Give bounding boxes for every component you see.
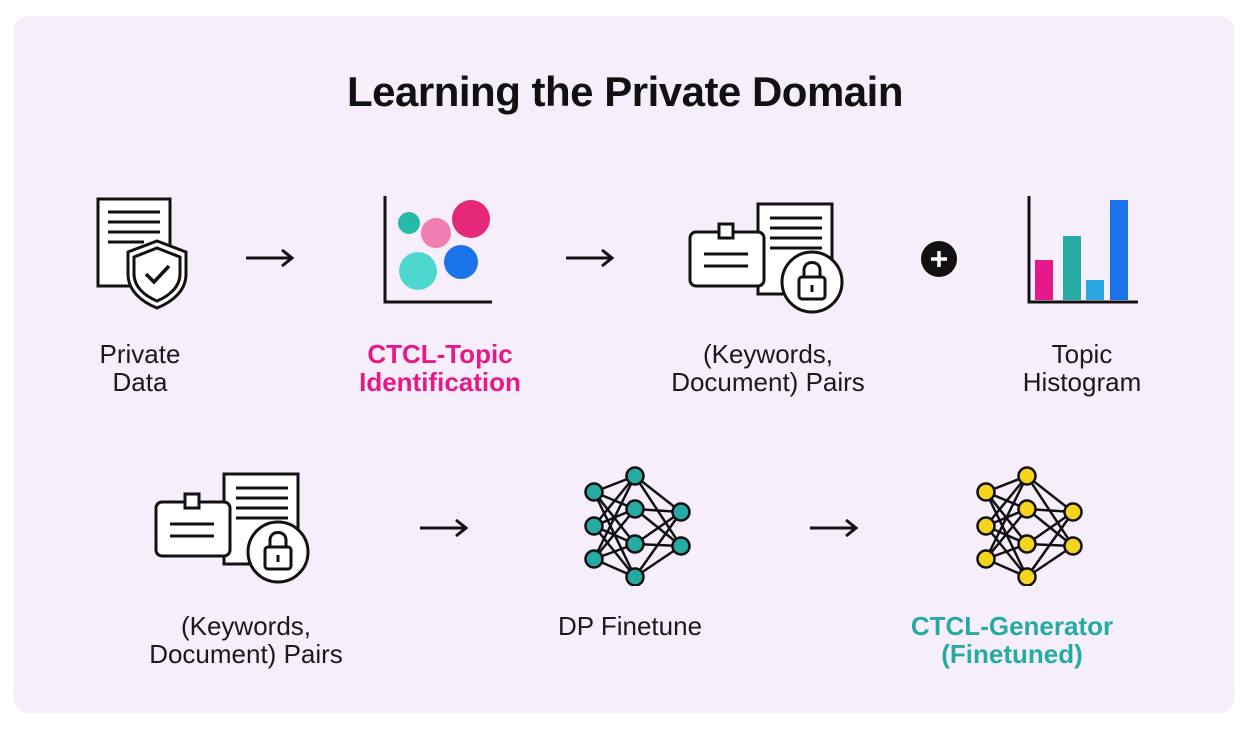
network-node — [1063, 502, 1083, 522]
label-topic-identification: CTCL-Topic Identification — [359, 339, 521, 397]
histogram-bar — [1110, 200, 1128, 300]
network-node — [625, 466, 645, 486]
histogram-icon — [1027, 196, 1138, 304]
network-node — [1017, 499, 1037, 519]
label-topic-histogram: Topic Histogram — [1022, 339, 1142, 397]
arrow-right-icon — [810, 518, 859, 538]
diagram-panel — [14, 16, 1234, 713]
network-node — [1017, 534, 1037, 554]
label-private-data: Private Data — [99, 339, 181, 397]
label-keyword-pairs-bottom: (Keywords, Document) Pairs — [149, 611, 343, 669]
document-shield-icon — [96, 197, 188, 310]
label-keyword-pairs-top: (Keywords, Document) Pairs — [671, 339, 865, 397]
network-node — [584, 482, 604, 502]
network-node — [584, 516, 604, 536]
network-node — [1063, 536, 1083, 556]
network-node — [625, 534, 645, 554]
network-node — [625, 567, 645, 586]
network-node — [976, 549, 996, 569]
arrow-right-icon — [246, 248, 295, 268]
histogram-bar — [1063, 236, 1081, 300]
network-node — [1017, 466, 1037, 486]
neural-network-icon — [584, 466, 691, 586]
plus-icon — [921, 241, 957, 277]
network-node — [976, 516, 996, 536]
arrow-right-icon — [420, 518, 469, 538]
label-generator: CTCL-Generator (Finetuned) — [910, 611, 1114, 669]
network-node — [671, 536, 691, 556]
network-node — [625, 499, 645, 519]
id-card-lock-icon — [688, 202, 844, 314]
id-card-lock-icon — [154, 472, 310, 584]
histogram-bar — [1035, 260, 1053, 300]
network-node — [584, 549, 604, 569]
network-node — [671, 502, 691, 522]
label-dp-finetune: DP Finetune — [557, 611, 703, 641]
neural-network-icon — [976, 466, 1083, 586]
page-title: Learning the Private Domain — [347, 68, 903, 115]
bubble-chart-icon — [383, 196, 492, 304]
arrow-right-icon — [566, 248, 615, 268]
network-node — [976, 482, 996, 502]
network-node — [1017, 567, 1037, 586]
histogram-bar — [1086, 280, 1104, 300]
